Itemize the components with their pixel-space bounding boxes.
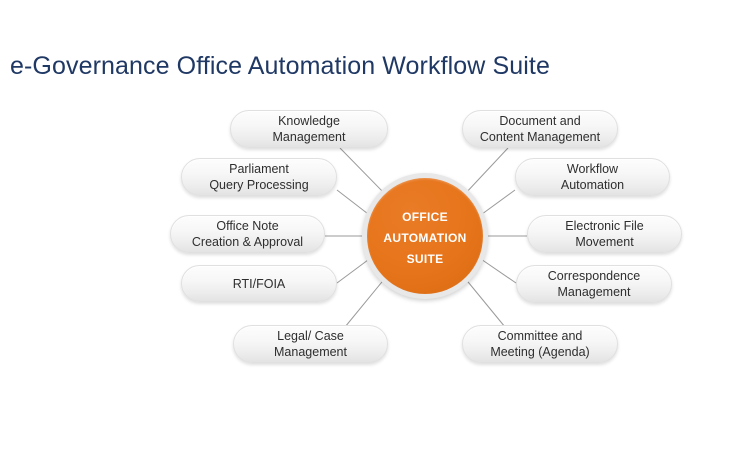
node-correspondence-management[interactable]: Correspondence Management [516,265,672,303]
node-label: RTI/FOIA [232,276,286,291]
connector-legal-case-management [344,276,387,328]
node-label: Knowledge Management [272,114,346,144]
node-label: Workflow Automation [560,162,625,192]
connector-knowledge-management [339,147,387,196]
node-parliament-query-processing[interactable]: Parliament Query Processing [181,158,337,196]
node-workflow-automation[interactable]: Workflow Automation [515,158,670,196]
node-label: Electronic File Movement [565,219,644,249]
node-document-content-management[interactable]: Document and Content Management [462,110,618,148]
node-legal-case-management[interactable]: Legal/ Case Management [233,325,388,363]
node-label: Office Note Creation & Approval [191,219,304,249]
hub-label-line-3: Suite [406,247,444,267]
node-label: Parliament Query Processing [209,162,309,192]
node-office-note-creation-approval[interactable]: Office Note Creation & Approval [170,215,325,253]
connector-document-content-management [463,147,509,196]
node-label: Document and Content Management [479,114,601,144]
connector-committee-meeting [463,276,506,328]
node-rti-foia[interactable]: RTI/FOIA [181,265,337,302]
node-committee-meeting-agenda[interactable]: Committee and Meeting (Agenda) [462,325,618,363]
connector-correspondence-management [477,256,517,284]
hub-office-automation-suite[interactable]: Office Automation Suite [367,178,483,294]
page-title: e-Governance Office Automation Workflow … [10,52,550,80]
node-label: Correspondence Management [547,269,641,299]
node-electronic-file-movement[interactable]: Electronic File Movement [527,215,682,253]
hub-label-line-2: Automation [383,226,467,246]
node-label: Committee and Meeting (Agenda) [490,329,590,359]
node-knowledge-management[interactable]: Knowledge Management [230,110,388,148]
node-label: Legal/ Case Management [274,329,347,359]
hub-label-line-1: Office [402,205,448,225]
